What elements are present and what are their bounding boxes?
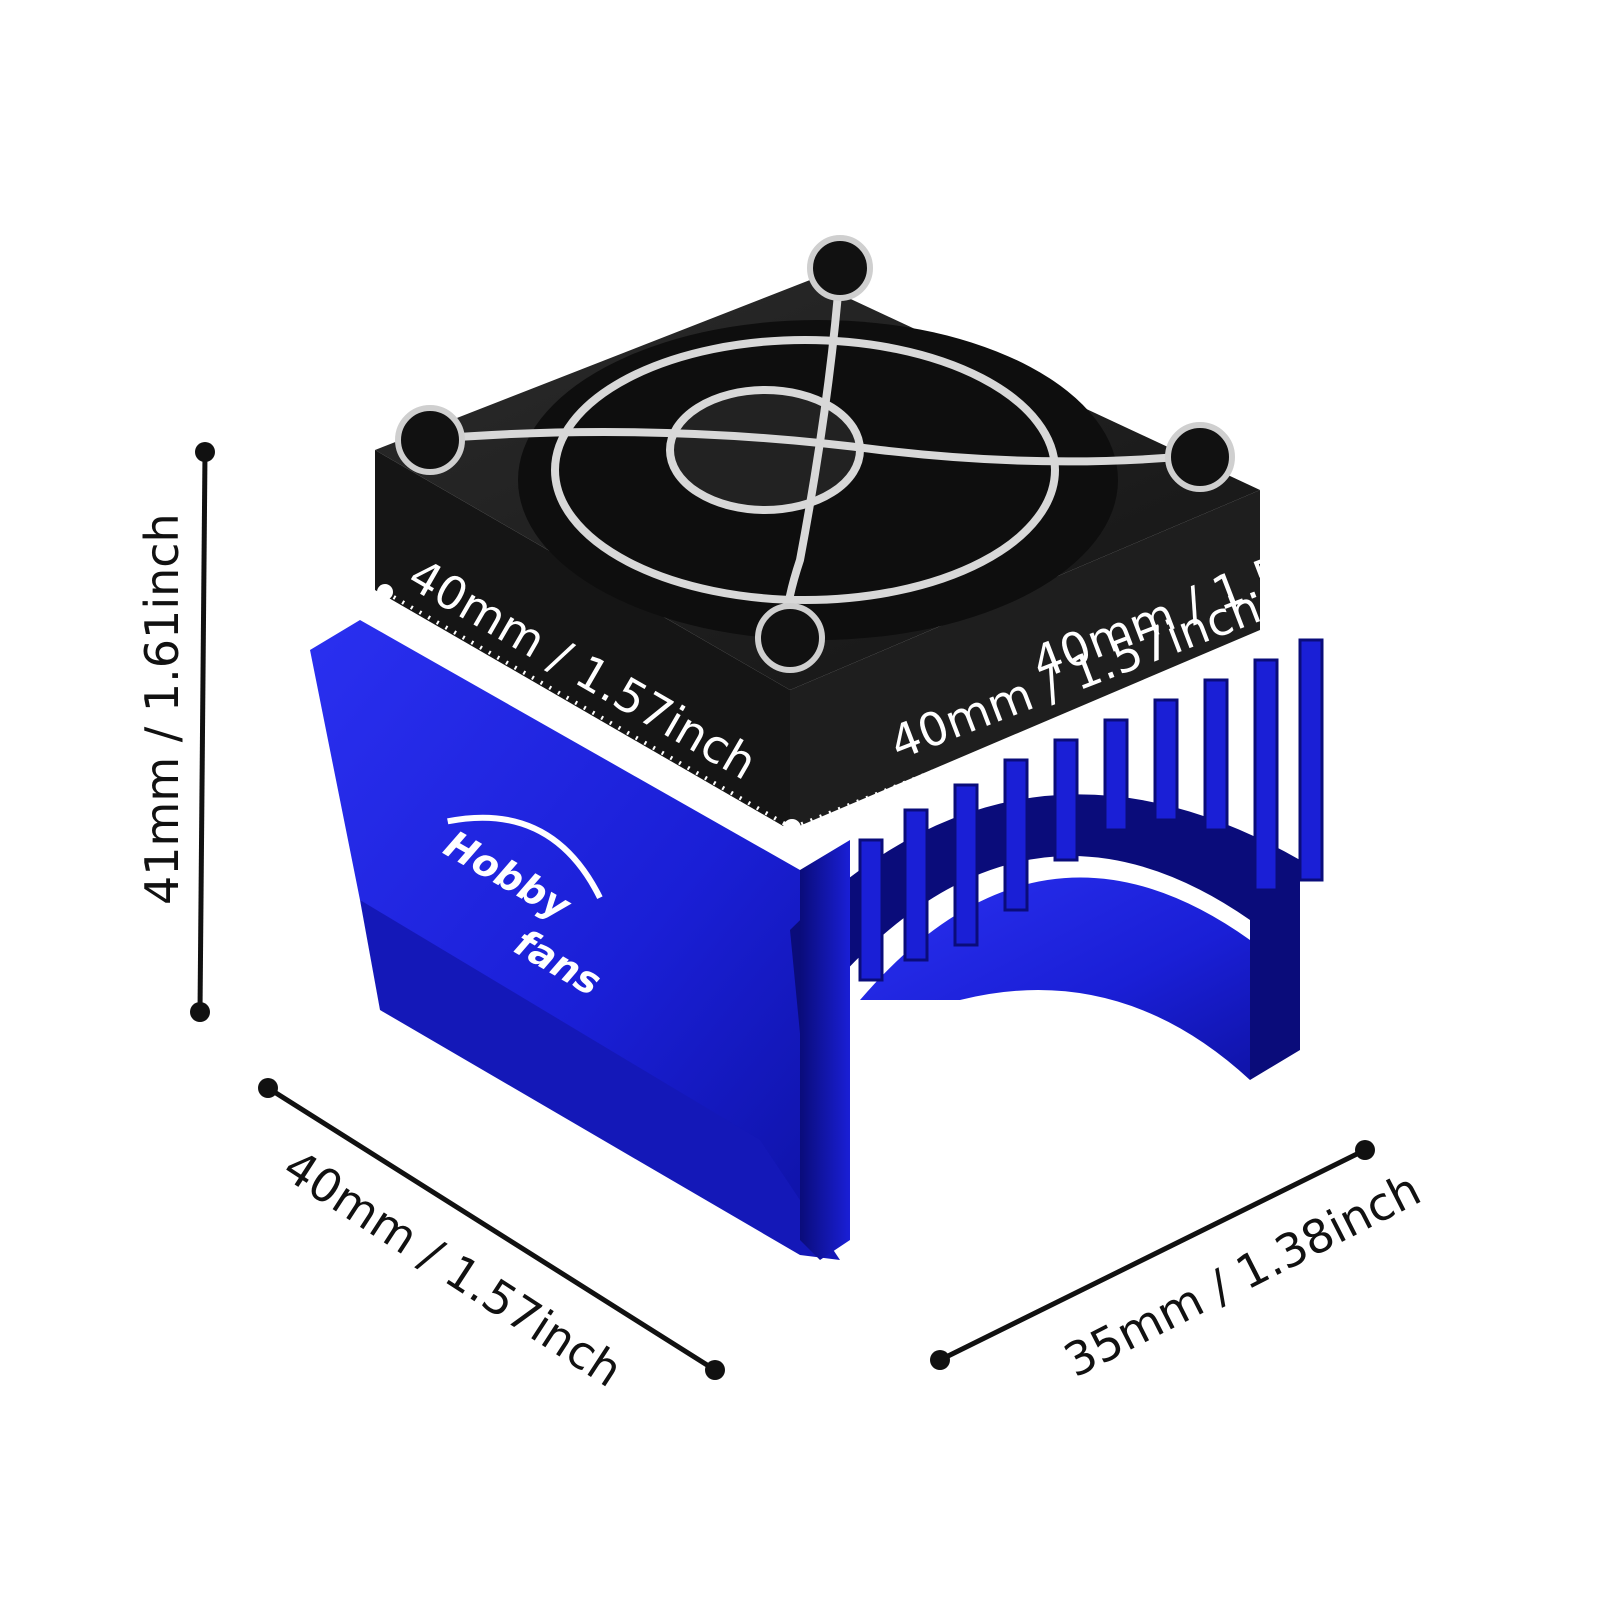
heatsink xyxy=(310,620,1324,1260)
heatsink-left-plate xyxy=(310,620,800,1230)
dimension-line xyxy=(938,1147,1367,1363)
grill-outer-ring xyxy=(551,336,1059,604)
dimension-endpoint xyxy=(705,1360,725,1380)
dimension-endpoint xyxy=(377,584,393,600)
heatsink-front-edge xyxy=(800,840,850,1260)
fin xyxy=(858,838,884,982)
heatsink-plate-lower xyxy=(360,900,840,1260)
screw-front xyxy=(755,603,825,673)
fin xyxy=(1053,738,1079,862)
fin xyxy=(903,808,929,962)
grill-cross-b xyxy=(419,428,1201,466)
fan-front-side xyxy=(790,490,1260,830)
dimension-height: 41mm / 1.61inch xyxy=(135,442,215,1022)
dimension-label: 41mm / 1.61inch xyxy=(135,513,189,905)
screw-top xyxy=(807,235,873,301)
dimension-label: 40mm / 1.57inch xyxy=(274,1139,632,1398)
fin xyxy=(1298,638,1324,882)
dimension-endpoint xyxy=(195,442,215,462)
screw-left xyxy=(395,405,465,475)
fin xyxy=(1203,678,1229,832)
dimension-endpoint xyxy=(1355,1140,1375,1160)
fin xyxy=(1103,718,1129,832)
heatsink-fins xyxy=(858,638,1324,982)
logo-arc xyxy=(447,814,603,900)
mounting-screws xyxy=(395,235,1235,673)
fin xyxy=(1153,698,1179,822)
dimension-endpoint xyxy=(930,1350,950,1370)
fin xyxy=(1003,758,1029,912)
dimension-base-width: 35mm / 1.38inch xyxy=(930,1140,1429,1388)
dimension-endpoint xyxy=(190,1002,210,1022)
fin xyxy=(1253,658,1279,892)
dimension-line xyxy=(197,451,208,1013)
screw-right xyxy=(1165,422,1235,492)
fan-left-side xyxy=(375,450,790,830)
dimension-endpoint xyxy=(1277,622,1293,638)
dimension-line xyxy=(266,1085,717,1373)
dimension-endpoint xyxy=(258,1078,278,1098)
fin xyxy=(953,783,979,947)
